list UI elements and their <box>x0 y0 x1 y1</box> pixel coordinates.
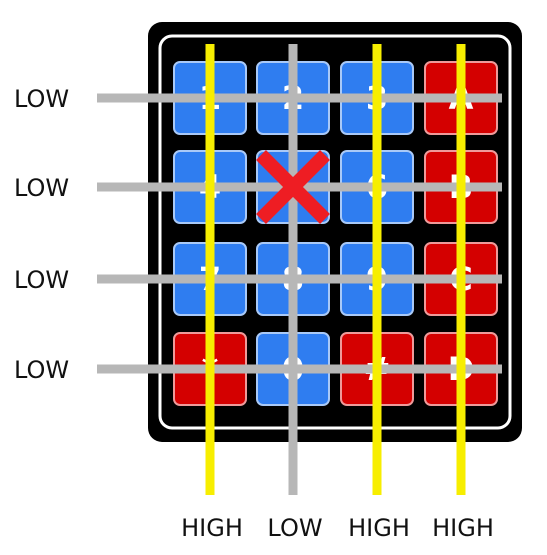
row-wire-label: LOW <box>14 174 69 202</box>
row-wire-label: LOW <box>14 356 69 384</box>
column-wire-label: HIGH <box>181 514 243 542</box>
column-wire-label: HIGH <box>432 514 494 542</box>
column-wire-labels: HIGH LOW HIGH HIGH <box>181 514 494 542</box>
column-wires <box>205 44 466 495</box>
pressed-key-marker <box>256 150 330 224</box>
row-wire-label: LOW <box>14 85 69 113</box>
row-wires <box>97 93 502 374</box>
row-wire-label: LOW <box>14 266 69 294</box>
pressed-x-stroke <box>256 150 330 224</box>
column-wire-label: HIGH <box>348 514 410 542</box>
keypad-frame-inner-border <box>158 34 512 430</box>
row-wire-labels: LOW LOW LOW LOW <box>14 85 69 384</box>
column-wire-label: LOW <box>267 514 322 542</box>
